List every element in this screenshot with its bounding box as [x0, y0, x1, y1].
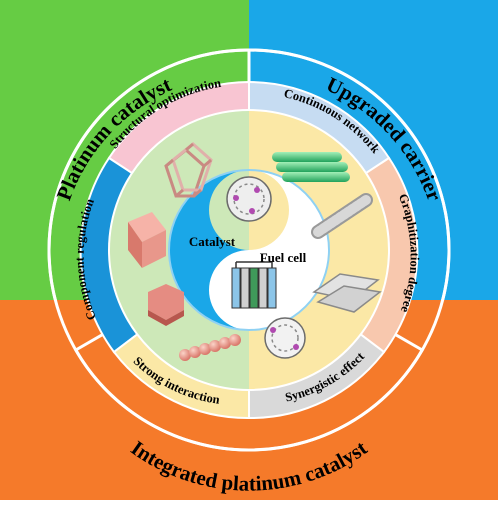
fuel-cell-label: Fuel cell [260, 250, 307, 265]
nanorod-bundle-illustration [272, 152, 350, 182]
fullerene-illustration [264, 317, 306, 359]
yin-yang-border [168, 169, 330, 331]
cage-structure-illustration [164, 142, 213, 198]
carbon-nanotube-illustration [311, 193, 373, 239]
hexagon-plate-illustration [148, 284, 184, 326]
catalyst-label: Catalyst [189, 234, 236, 249]
cube-nanoparticle-illustration [128, 212, 166, 268]
fuel-cell-stack-illustration [231, 261, 277, 309]
graphene-sheet-illustration [312, 273, 382, 313]
catalyst-cluster-illustration [226, 176, 272, 222]
outer-ring-border [47, 48, 451, 452]
nanorod-illustration [179, 334, 241, 361]
inner-circle-border [108, 109, 390, 391]
